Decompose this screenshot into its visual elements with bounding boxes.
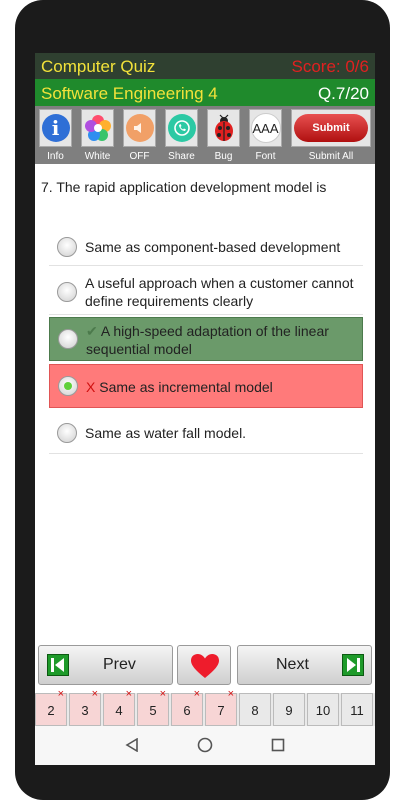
option-2[interactable]: A useful approach when a customer cannot…	[49, 269, 363, 315]
speaker-off-icon	[125, 114, 154, 142]
bug-label: Bug	[214, 151, 233, 162]
question-jump-8[interactable]: 8	[239, 693, 271, 726]
info-icon: i	[41, 114, 70, 142]
score-label: Score: 0/6	[291, 57, 370, 76]
next-label: Next	[276, 656, 309, 673]
back-icon[interactable]	[125, 738, 139, 752]
font-size-button[interactable]: AAA Font	[249, 109, 282, 162]
question-jump-11[interactable]: 11	[341, 693, 373, 726]
submit-all-container: Submit Submit All	[291, 109, 371, 162]
option-3-correct[interactable]: ✔ A high-speed adaptation of the linear …	[49, 317, 363, 361]
option-text-body: A high-speed adaptation of the linear se…	[86, 323, 329, 357]
question-counter: Q.7/20	[317, 84, 369, 103]
option-radio-selected[interactable]	[58, 376, 78, 396]
wrong-x-icon: ×	[193, 688, 200, 700]
wrong-x-icon: ×	[125, 688, 132, 700]
favorite-button[interactable]	[177, 645, 231, 685]
option-text: ✔ A high-speed adaptation of the linear …	[86, 322, 358, 358]
navigation-bar: Prev Next	[35, 645, 375, 691]
option-text: Same as component-based development	[85, 239, 341, 255]
font-label: Font	[255, 151, 276, 162]
white-label: White	[84, 151, 111, 162]
wrong-x-icon: X	[86, 379, 96, 395]
prev-button[interactable]: Prev	[38, 645, 173, 685]
prev-label: Prev	[103, 656, 136, 673]
wrong-x-icon: ×	[91, 688, 98, 700]
next-button[interactable]: Next	[237, 645, 372, 685]
question-jump-5[interactable]: 5×	[137, 688, 169, 726]
option-5[interactable]: Same as water fall model.	[49, 412, 363, 454]
app-title: Computer Quiz	[41, 57, 156, 76]
ladybug-icon	[214, 114, 233, 141]
app-screen: Computer Quiz Score: 0/6 Software Engine…	[35, 53, 375, 765]
submit-button[interactable]: Submit	[294, 114, 368, 142]
option-1[interactable]: Same as component-based development	[49, 228, 363, 266]
share-label: Share	[168, 151, 195, 162]
question-jump-4[interactable]: 4×	[103, 688, 135, 726]
arrow-left-icon	[47, 654, 69, 676]
option-radio[interactable]	[57, 237, 77, 257]
option-radio[interactable]	[58, 329, 78, 349]
arrow-right-icon	[342, 654, 364, 676]
option-radio[interactable]	[57, 282, 77, 302]
option-4-wrong[interactable]: X Same as incremental model	[49, 364, 363, 408]
wrong-x-icon: ×	[159, 688, 166, 700]
heart-icon	[191, 654, 219, 678]
question-jump-9[interactable]: 9	[273, 693, 305, 726]
info-label: Info	[47, 151, 64, 162]
off-label: OFF	[129, 151, 150, 162]
system-navigation-bar	[35, 726, 375, 765]
recents-icon[interactable]	[271, 738, 285, 752]
wrong-x-icon: ×	[57, 688, 64, 700]
info-button[interactable]: i Info	[39, 109, 72, 162]
submit-all-label: Submit All	[308, 151, 354, 162]
wrong-x-icon: ×	[227, 688, 234, 700]
option-radio[interactable]	[57, 423, 77, 443]
correct-check-icon: ✔	[86, 323, 98, 339]
title-bar: Computer Quiz Score: 0/6	[35, 53, 375, 79]
share-button[interactable]: Share	[165, 109, 198, 162]
subject-bar: Software Engineering 4 Q.7/20	[35, 79, 375, 106]
question-jump-2[interactable]: 2×	[35, 688, 67, 726]
question-jump-3[interactable]: 3×	[69, 688, 101, 726]
question-jump-6[interactable]: 6×	[171, 688, 203, 726]
option-text: X Same as incremental model	[86, 378, 358, 396]
option-text-body: Same as incremental model	[99, 379, 273, 395]
option-text: Same as water fall model.	[85, 425, 247, 441]
question-text: 7. The rapid application development mod…	[41, 179, 327, 195]
home-icon[interactable]	[197, 737, 213, 753]
subject-title: Software Engineering 4	[41, 84, 218, 103]
font-size-icon: AAA	[250, 113, 281, 143]
sound-off-button[interactable]: OFF	[123, 109, 156, 162]
whatsapp-icon	[167, 114, 196, 142]
white-theme-button[interactable]: White	[81, 109, 114, 162]
bug-report-button[interactable]: Bug	[207, 109, 240, 162]
question-jump-7[interactable]: 7×	[205, 688, 237, 726]
color-flower-icon	[84, 115, 111, 141]
question-jump-10[interactable]: 10	[307, 693, 339, 726]
question-jump-bar: 2× 3× 4× 5× 6× 7× 8 9 10 11	[35, 688, 375, 726]
toolbar: i Info White OFF	[35, 106, 375, 164]
option-text: A useful approach when a customer cannot…	[85, 275, 354, 309]
